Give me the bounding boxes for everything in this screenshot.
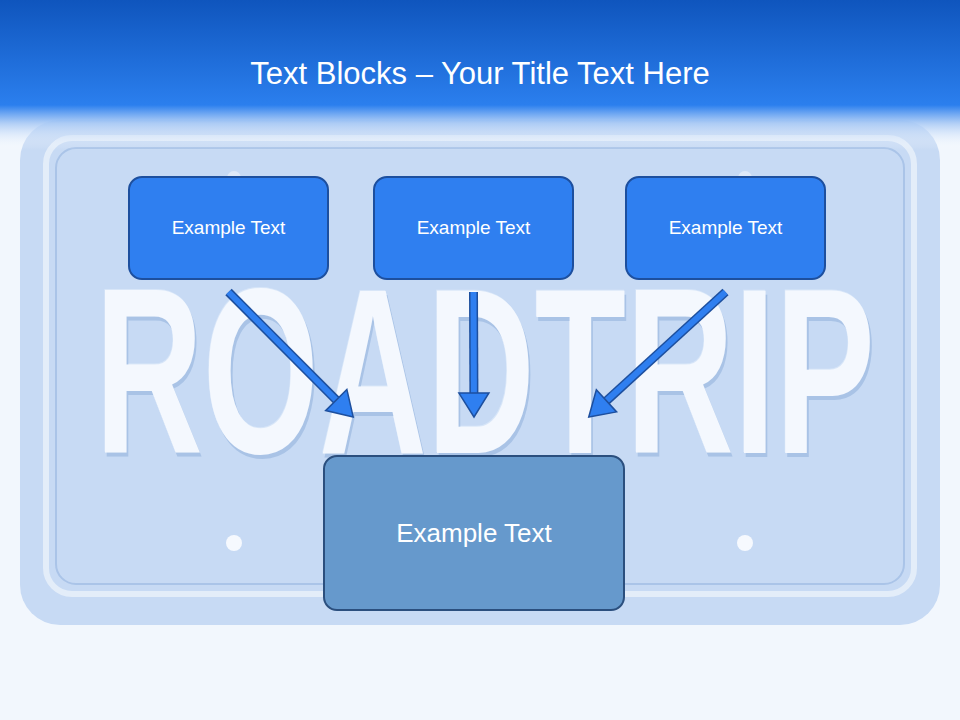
arrow-shaft	[229, 292, 337, 400]
plate-rim-inner	[56, 148, 904, 584]
block-text: Example Text	[669, 216, 783, 240]
arrow-shaft	[606, 292, 725, 401]
slide-title: Text Blocks – Your Title Text Here	[0, 54, 960, 94]
header-fill	[0, 0, 960, 150]
arrow-head	[589, 390, 617, 417]
arrow-outline	[229, 292, 337, 400]
text-block: Example Text	[625, 176, 826, 280]
arrow-outline	[469, 292, 478, 393]
block-text: Example Text	[396, 517, 552, 550]
flow-arrow	[589, 292, 726, 417]
text-block: Example Text	[128, 176, 329, 280]
plate-rim	[46, 138, 914, 594]
arrow-head	[326, 389, 354, 417]
plate-hole	[737, 535, 753, 551]
plate-body	[20, 120, 940, 625]
arrow-shaft	[471, 292, 477, 393]
plate-hole	[226, 535, 242, 551]
text-block: Example Text	[373, 176, 574, 280]
flow-arrow	[229, 292, 354, 417]
arrow-outline	[606, 292, 725, 401]
arrow-head	[459, 393, 489, 417]
text-block: Example Text	[323, 455, 625, 611]
block-text: Example Text	[417, 216, 531, 240]
block-text: Example Text	[172, 216, 286, 240]
flow-arrow	[459, 292, 489, 417]
